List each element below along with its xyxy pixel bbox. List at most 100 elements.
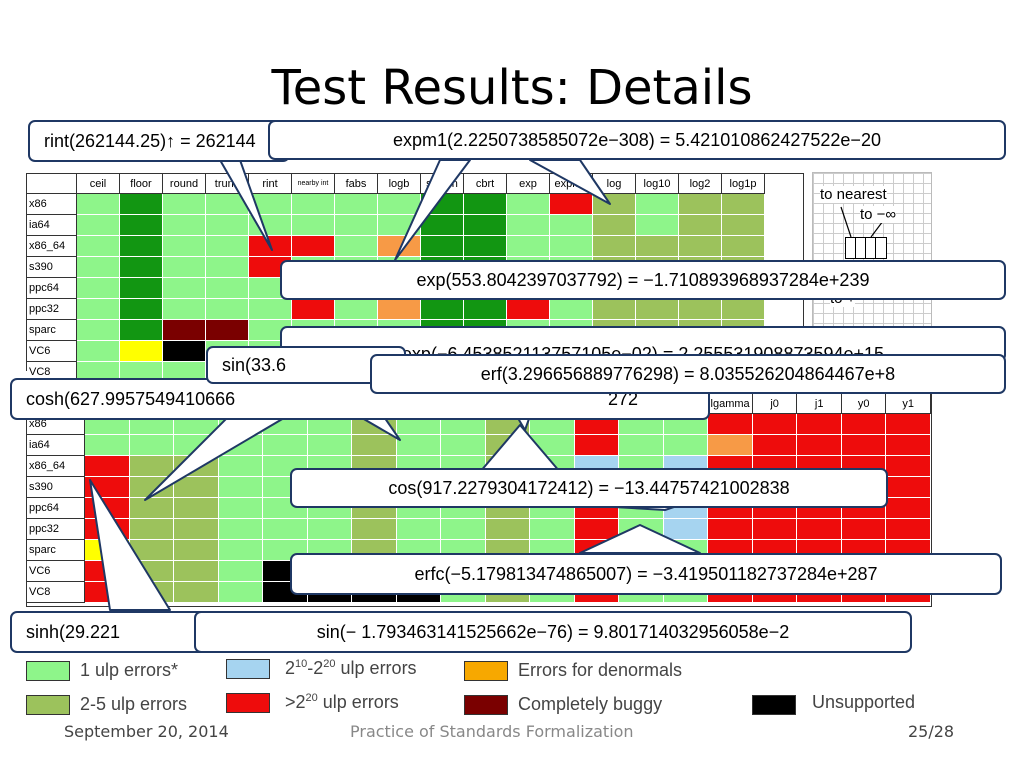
result-cell [550,194,593,215]
callout-erf: erf(3.296656889776298) = 8.0355262048644… [370,354,1006,394]
callout-erfc: erfc(−5.179813474865007) = −3.4195011827… [290,553,1002,595]
result-cell [619,435,664,456]
result-cell [396,435,442,456]
callout-sin-small: sin(− 1.793463141525662e−76) = 9.8017140… [194,611,912,653]
callout-expm1: expm1(2.2250738585072e−308) = 5.42101086… [268,120,1006,160]
result-cell [85,435,130,456]
result-cell [77,236,120,257]
result-cell [593,215,636,236]
result-cell [129,435,175,456]
row-header: VC8 [27,362,77,383]
result-cell [593,236,636,257]
legend-swatch-gt2e20 [226,693,270,713]
result-cell [441,519,486,540]
legend-label-2e10-2e20: 210-220 ulp errors [285,658,417,678]
result-cell [218,540,264,561]
legend-label-2-5ulp: 2-5 ulp errors [80,694,188,714]
result-cell [249,194,292,215]
row-header: VC6 [27,341,77,362]
column-header: j1 [797,394,842,414]
row-header: VC6 [27,561,85,582]
callout-cos: cos(917.2279304172412) = −13.44757421002… [290,468,888,508]
column-header: fabs [335,174,378,194]
result-cell [77,320,120,341]
column-header: lgamma [708,394,753,414]
result-cell [77,299,120,320]
row-header: VC8 [27,582,85,603]
result-cell [550,299,593,320]
row-header: sparc [27,320,77,341]
result-cell [663,519,709,540]
row-header: s390 [27,477,85,498]
result-cell [129,519,175,540]
result-cell [396,519,442,540]
table-corner [27,174,77,194]
result-cell [163,257,206,278]
row-header: ppc32 [27,299,77,320]
column-header: j0 [752,394,798,414]
result-cell [218,456,264,477]
result-cell [218,498,264,519]
column-header: log1p [722,174,765,194]
result-cell [464,236,507,257]
result-cell [120,257,163,278]
column-header: ceil [77,174,120,194]
legend-swatch-2e10-2e20 [226,659,270,679]
result-cell [841,414,887,435]
pointer-rint [219,159,273,251]
row-header: ia64 [27,435,85,456]
result-cell [352,519,397,540]
result-cell [218,477,264,498]
pointer-expm1-b [394,159,471,261]
result-cell [307,519,353,540]
result-cell [886,477,931,498]
result-cell [886,519,931,540]
legend-label-1ulp: 1 ulp errors* [80,660,179,680]
result-cell [218,519,264,540]
pointer-expm1 [529,159,611,205]
result-cell [507,236,550,257]
result-cell [174,540,219,561]
result-cell [77,278,120,299]
result-cell [77,257,120,278]
result-cell [292,299,335,320]
result-cell [752,414,798,435]
result-cell [485,519,531,540]
result-cell [550,236,593,257]
column-header: exp [507,174,550,194]
result-cell [636,299,679,320]
result-cell [206,215,249,236]
result-cell [663,435,709,456]
result-cell [174,477,219,498]
result-cell [441,435,486,456]
result-cell [886,435,931,456]
result-cell [636,215,679,236]
pointer-erfc [579,524,701,554]
result-cell [206,299,249,320]
row-header: sparc [27,540,85,561]
result-cell [752,519,798,540]
legend-swatch-denormals [464,661,508,681]
pointer-sinh [89,479,171,611]
result-cell [464,194,507,215]
result-cell [163,236,206,257]
result-cell [120,341,163,362]
row-header: ia64 [27,215,77,236]
result-cell [636,236,679,257]
result-cell [679,194,722,215]
column-header: floor [120,174,163,194]
result-cell [120,236,163,257]
result-cell [206,257,249,278]
result-cell [292,194,335,215]
result-cell [120,278,163,299]
result-cell [378,299,421,320]
result-cell [292,215,335,236]
result-cell [679,236,722,257]
legend-label-gt2e20: >220 ulp errors [285,692,399,712]
row-header: ppc32 [27,519,85,540]
rounding-to-nearest-label: to nearest [820,186,887,203]
result-cell [421,215,464,236]
legend-label-buggy: Completely buggy [518,694,663,714]
legend-swatch-1ulp [26,661,70,681]
result-cell [120,215,163,236]
